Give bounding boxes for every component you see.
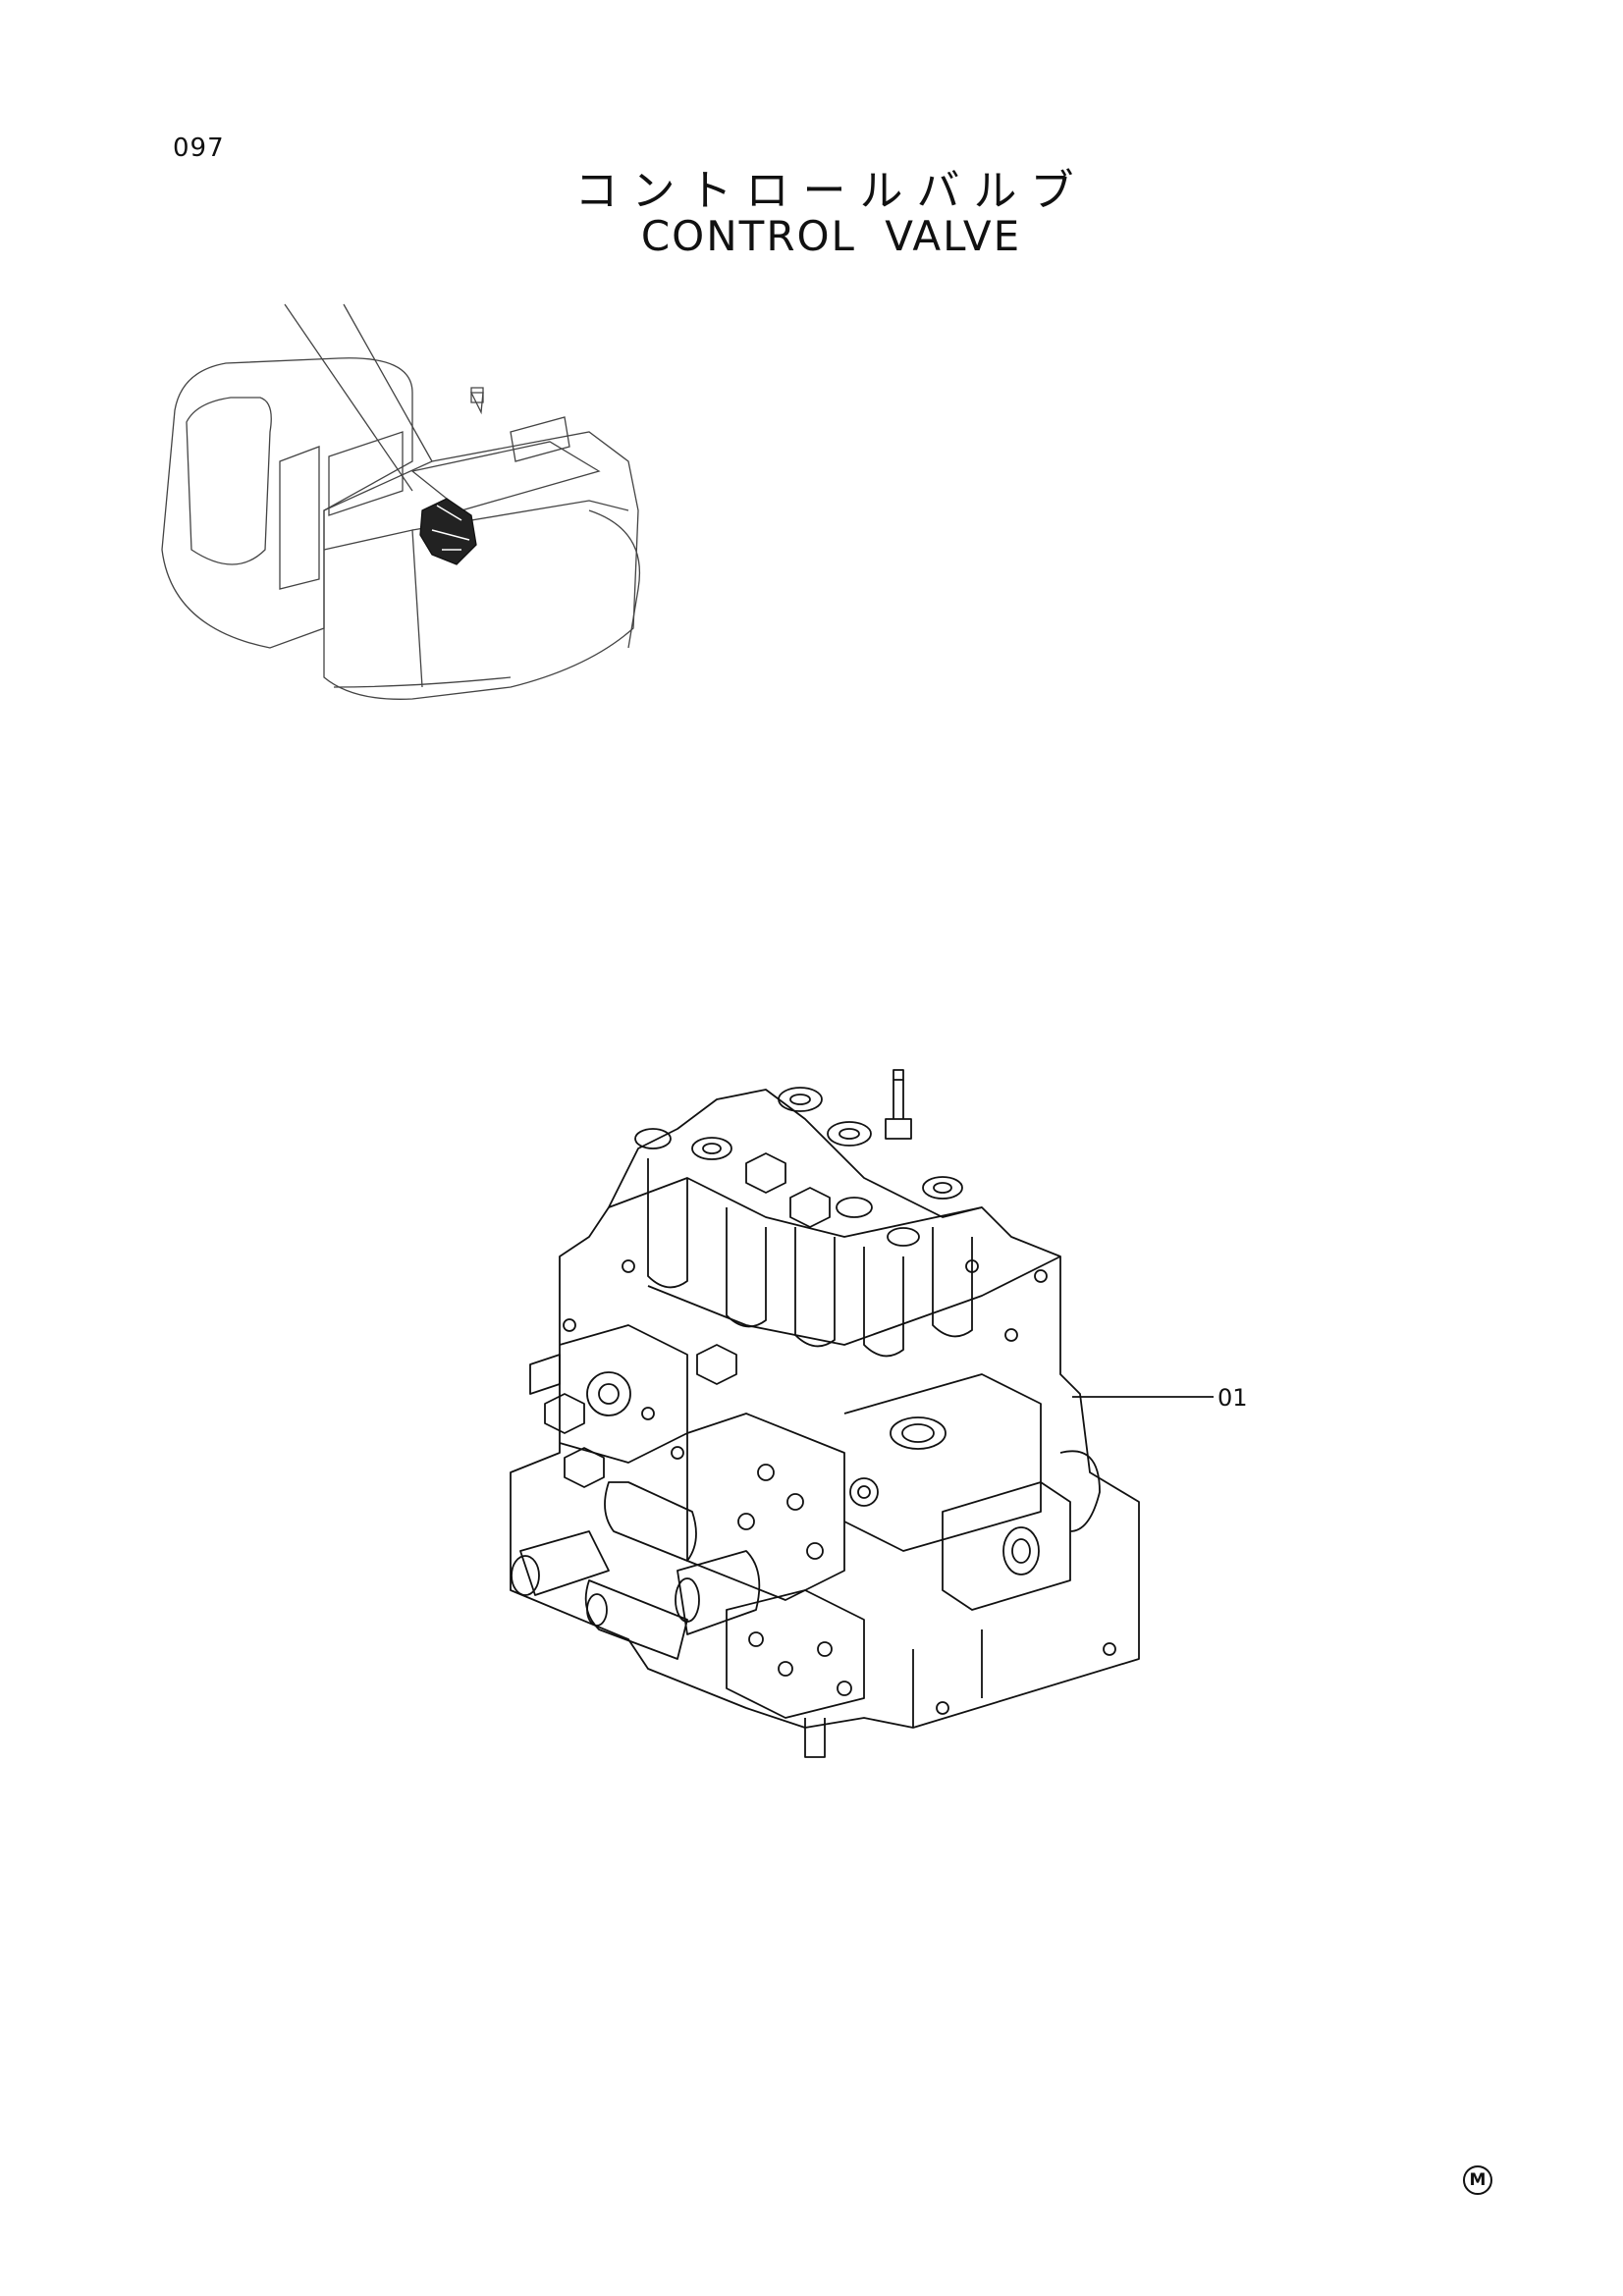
page-number: 097	[173, 133, 225, 163]
callout-label-01: 01	[1217, 1384, 1248, 1412]
excavator-overview	[161, 303, 640, 700]
title-english: CONTROL VALVE	[640, 212, 1022, 260]
control-valve-assembly	[510, 1069, 1140, 1758]
title-japanese: コントロールバルブ	[574, 166, 1088, 216]
m-mark-symbol: M	[1463, 2165, 1492, 2195]
